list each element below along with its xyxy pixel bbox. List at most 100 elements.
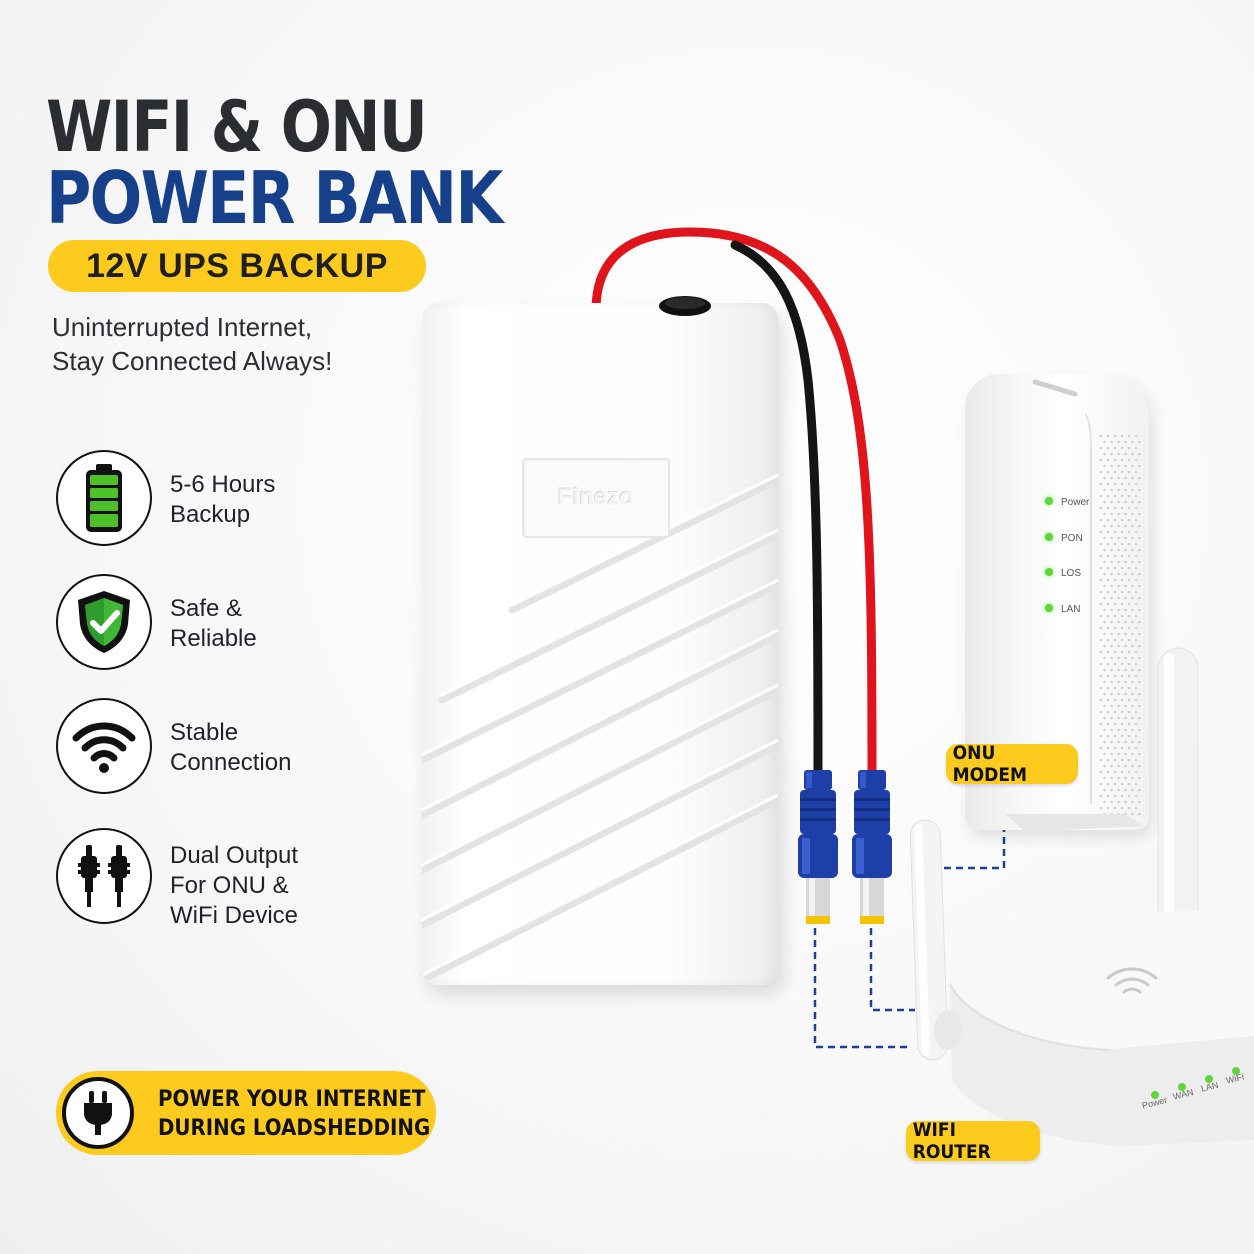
grille-hole (1117, 764, 1120, 768)
grille-hole (1113, 578, 1117, 582)
grille-hole (1124, 716, 1127, 720)
feature-dual-output (56, 828, 152, 924)
grille-hole (1138, 680, 1141, 684)
grille-hole (1124, 764, 1127, 768)
grille-hole (1110, 800, 1113, 804)
grille-hole (1120, 566, 1124, 570)
grille-hole (1124, 440, 1127, 444)
grille-hole (1113, 650, 1117, 654)
grille-hole (1131, 560, 1134, 564)
grille-hole (1117, 500, 1120, 504)
grille-hole (1113, 758, 1117, 762)
grille-hole (1138, 464, 1141, 468)
grille-hole (1103, 476, 1106, 480)
grille-hole (1117, 728, 1120, 732)
grille-hole (1113, 794, 1117, 798)
grille-hole (1120, 518, 1124, 522)
grille-hole (1134, 698, 1138, 702)
grille-hole (1134, 650, 1138, 654)
battery-icon (86, 464, 122, 532)
grille-hole (1106, 518, 1110, 522)
grille-hole (1117, 752, 1120, 756)
grille-hole (1120, 710, 1124, 714)
grille-hole (1099, 794, 1103, 798)
grille-hole (1103, 536, 1106, 540)
grille-hole (1103, 632, 1106, 636)
headline-badge: 12V UPS BACKUP (48, 240, 426, 292)
grille-hole (1106, 566, 1110, 570)
grille-hole (1131, 800, 1134, 804)
grille-hole (1138, 500, 1141, 504)
grille-hole (1117, 596, 1120, 600)
grille-hole (1103, 524, 1106, 528)
grille-hole (1110, 716, 1113, 720)
grille-hole (1106, 638, 1110, 642)
grille-hole (1106, 734, 1110, 738)
grille-hole (1117, 584, 1120, 588)
router-led-wifi (1232, 1067, 1240, 1075)
grille-hole (1131, 764, 1134, 768)
grille-hole (1117, 512, 1120, 516)
grille-hole (1110, 524, 1113, 528)
grille-hole (1117, 572, 1120, 576)
grille-hole (1134, 758, 1138, 762)
grille-hole (1127, 590, 1131, 594)
grille-hole (1099, 686, 1103, 690)
grille-hole (1103, 620, 1106, 624)
grille-hole (1120, 494, 1124, 498)
grille-hole (1138, 452, 1141, 456)
grille-hole (1099, 770, 1103, 774)
grille-hole (1138, 572, 1141, 576)
grille-hole (1110, 776, 1113, 780)
grille-hole (1099, 662, 1103, 666)
grille-hole (1113, 770, 1117, 774)
grille-hole (1134, 518, 1138, 522)
grille-hole (1138, 440, 1141, 444)
wifi-icon (72, 722, 136, 773)
grille-hole (1131, 488, 1134, 492)
grille-hole (1106, 746, 1110, 750)
grille-hole (1124, 788, 1127, 792)
onu-led-lan: LAN (1045, 599, 1080, 617)
grille-hole (1127, 722, 1131, 726)
grille-hole (1113, 638, 1117, 642)
grille-hole (1138, 668, 1141, 672)
grille-hole (1103, 452, 1106, 456)
grille-hole (1106, 494, 1110, 498)
grille-hole (1131, 632, 1134, 636)
grille-hole (1113, 554, 1117, 558)
grille-hole (1120, 530, 1124, 534)
grille-hole (1110, 452, 1113, 456)
grille-hole (1117, 620, 1120, 624)
grille-hole (1138, 608, 1141, 612)
grille-hole (1099, 638, 1103, 642)
grille-hole (1131, 500, 1134, 504)
grille-hole (1127, 806, 1131, 810)
grille-hole (1134, 794, 1138, 798)
grille-hole (1106, 590, 1110, 594)
grille-hole (1131, 728, 1134, 732)
grille-hole (1120, 758, 1124, 762)
dashed-line-onu (869, 928, 915, 1012)
grille-hole (1113, 518, 1117, 522)
grille-hole (1117, 716, 1120, 720)
tagline-line1: Uninterrupted Internet, (52, 312, 313, 342)
grille-hole (1103, 716, 1106, 720)
grille-hole (1099, 782, 1103, 786)
grille-hole (1113, 710, 1117, 714)
grille-hole (1099, 566, 1103, 570)
grille-hole (1134, 710, 1138, 714)
grille-hole (1113, 806, 1117, 810)
grille-hole (1124, 488, 1127, 492)
grille-hole (1131, 752, 1134, 756)
grille-hole (1106, 686, 1110, 690)
grille-hole (1103, 728, 1106, 732)
grille-hole (1103, 800, 1106, 804)
grille-hole (1120, 542, 1124, 546)
grille-hole (1124, 464, 1127, 468)
grille-hole (1124, 512, 1127, 516)
grille-hole (1127, 434, 1131, 438)
grille-hole (1124, 620, 1127, 624)
grille-hole (1117, 476, 1120, 480)
grille-hole (1099, 446, 1103, 450)
